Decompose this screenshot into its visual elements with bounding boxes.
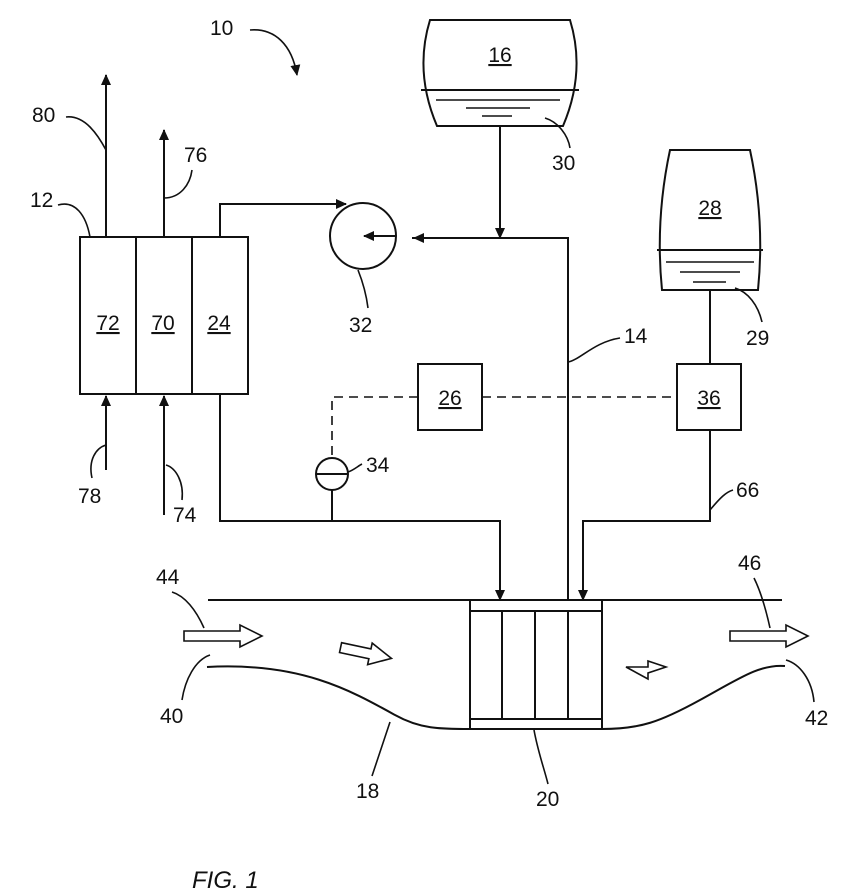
tank-16: 16 [421,20,579,126]
ref-34-label: 34 [366,454,390,477]
tank-28-label: 28 [698,197,721,220]
ref-76-label: 76 [184,144,207,167]
duct-18-bottom-wall-left [207,666,470,729]
line-14 [412,238,568,600]
ref-44-leader [172,592,204,628]
ref-66-leader [710,490,733,510]
ref-14-label: 14 [624,325,648,348]
ref-32-label: 32 [349,314,372,337]
fuel-cell-stack-12: 72 70 24 [80,237,248,394]
ref-66-label: 66 [736,479,759,502]
flow-arrow-downstream [626,661,666,679]
ref-46-leader [754,578,770,628]
ref-10-arrow [250,30,297,75]
tank-28-outline [660,150,760,290]
ref-29-leader [735,288,762,322]
ref-78-leader [91,445,106,478]
ref-18-label: 18 [356,780,379,803]
ref-30-leader [545,118,570,148]
ref-42-leader [786,660,814,702]
ref-18-leader [372,722,390,776]
stack-to-injector-line [220,394,500,600]
flow-arrow-outlet [730,625,808,647]
duct-18-bottom-wall-right [602,666,785,729]
ref-76-leader [164,170,192,198]
ref-12-label: 12 [30,189,53,212]
tank-28: 28 [657,150,763,290]
ref-40-leader [182,655,210,700]
ref-80-label: 80 [32,104,55,127]
ref-20-label: 20 [536,788,559,811]
tank-16-label: 16 [488,44,511,67]
unit-70-label: 70 [151,312,174,335]
ref-12-leader [58,204,90,237]
unit-24-label: 24 [207,312,231,335]
ref-44-label: 44 [156,566,180,589]
ref-29-label: 29 [746,327,769,350]
unit-36-label: 36 [697,387,720,410]
unit-72-label: 72 [96,312,119,335]
line-66 [583,430,710,600]
ref-20-leader [534,730,548,784]
ref-34-leader [348,464,362,472]
ref-14-leader [568,338,620,362]
pump-32 [330,203,396,269]
pump-outlet-line [220,204,344,237]
mixer-20 [470,600,602,729]
ref-74-leader [166,465,182,500]
ref-78-label: 78 [78,485,101,508]
flow-arrow-upstream [338,637,393,669]
ref-40-label: 40 [160,705,183,728]
flow-arrow-inlet [184,625,262,647]
ref-32-leader [358,270,368,308]
ref-80-leader [66,117,106,150]
ref-74-label: 74 [173,504,197,527]
ref-10-label: 10 [210,17,233,40]
control-line-to-34 [332,397,418,458]
controller-26-label: 26 [438,387,461,410]
ref-42-label: 42 [805,707,828,730]
figure-caption: FIG. 1 [192,867,259,890]
ref-46-label: 46 [738,552,761,575]
tank-16-outline [423,20,576,126]
ref-30-label: 30 [552,152,575,175]
